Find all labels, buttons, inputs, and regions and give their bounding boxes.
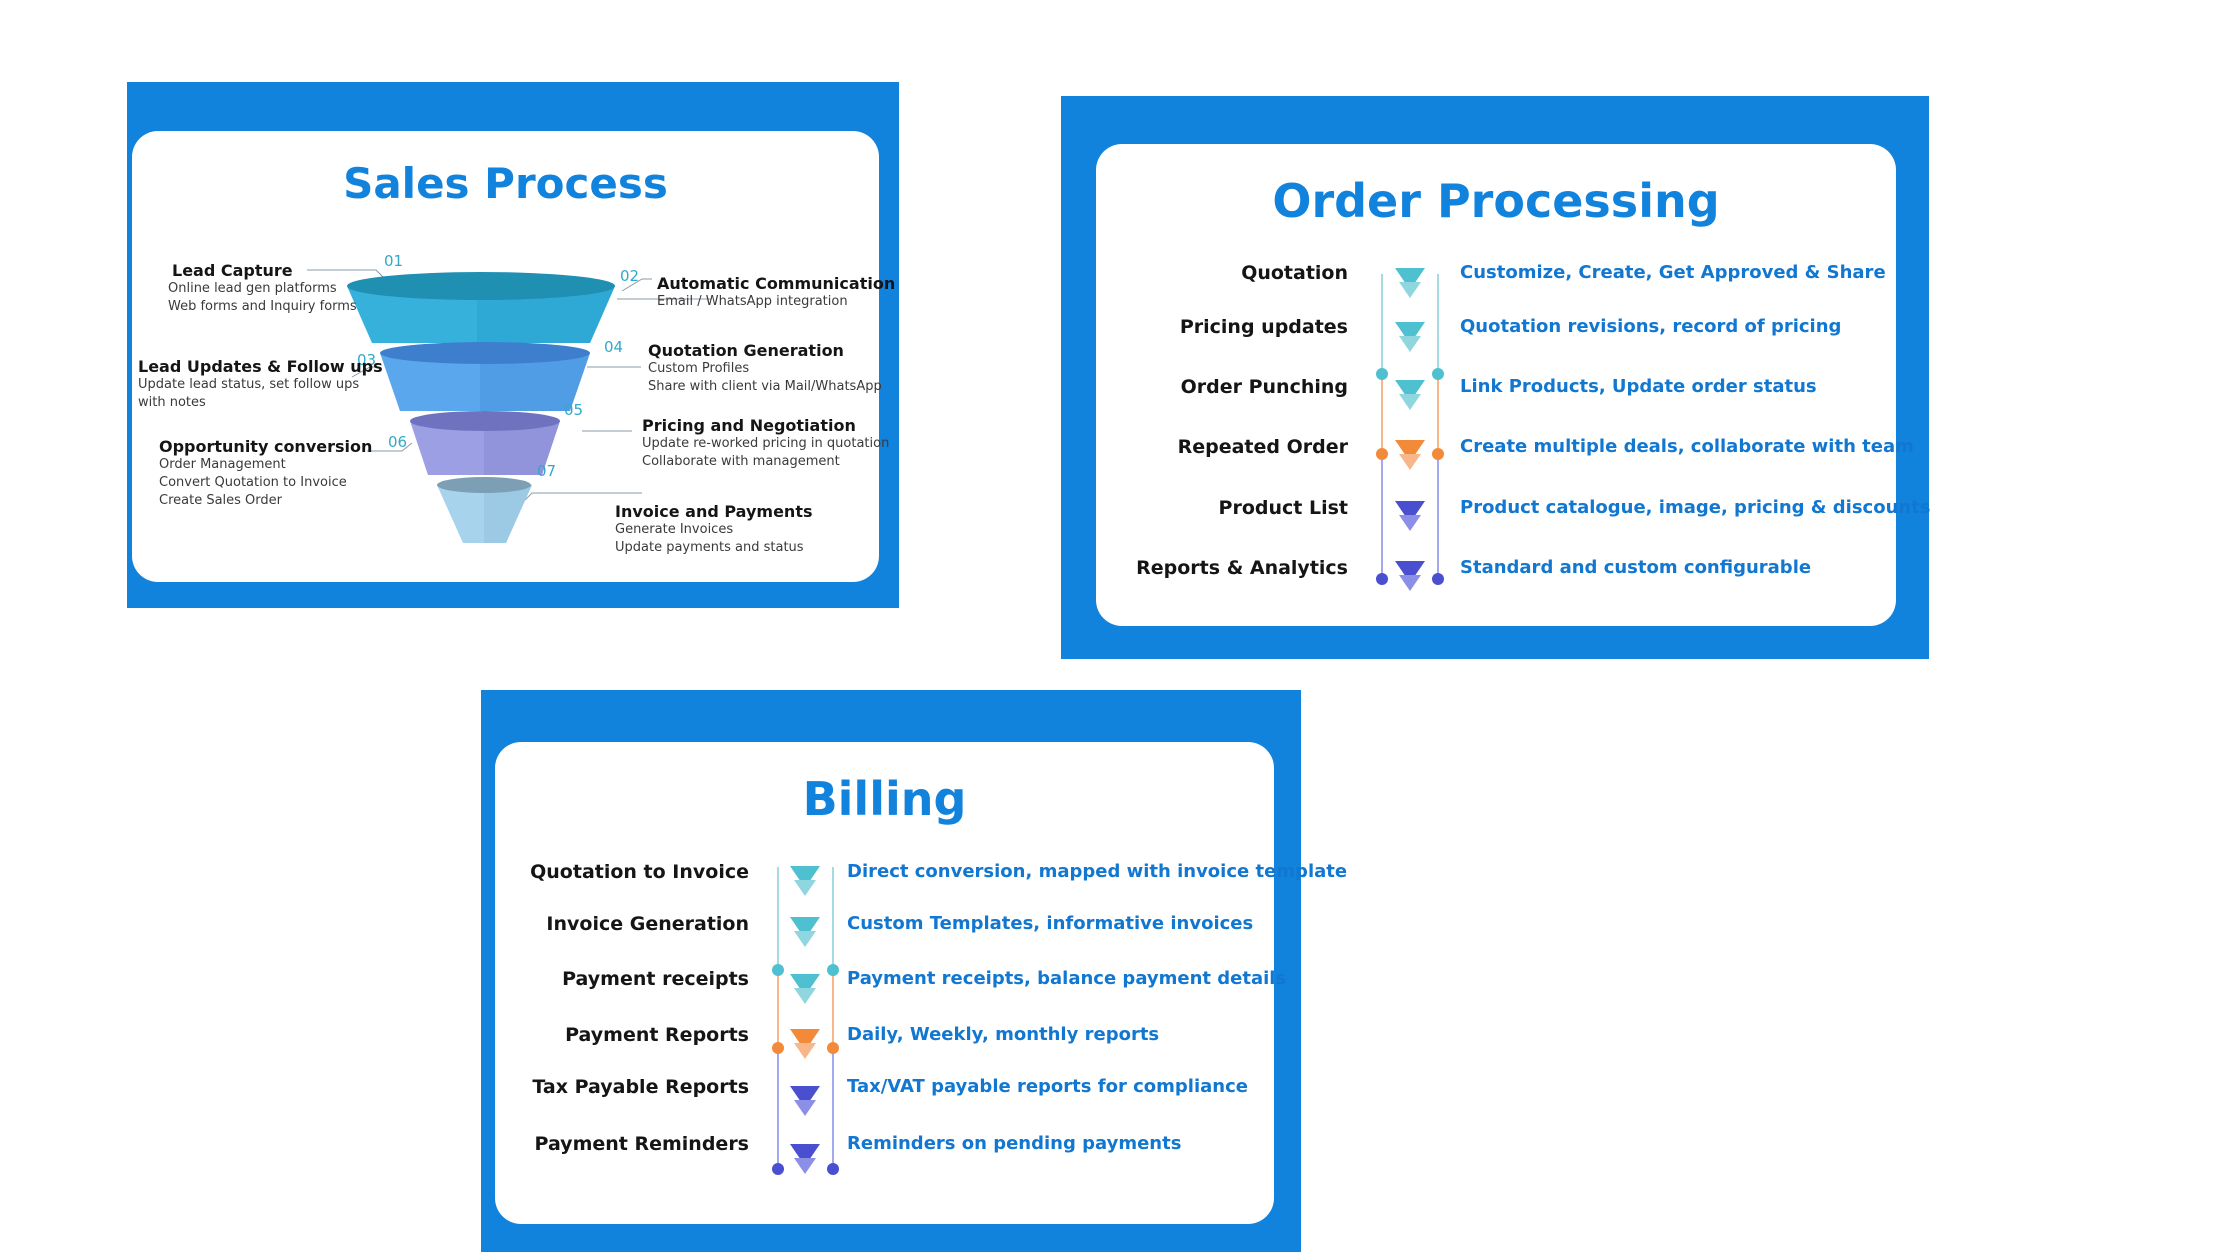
stage-lead-capture: Lead Capture Online lead gen platforms W… [168,261,357,314]
order-label-product-list: Product List [1218,497,1348,519]
billing-label-payment-receipts: Payment receipts [562,968,749,990]
stage-number-01: 01 [384,252,404,270]
stage-pricing-negotiation: Pricing and Negotiation Update re-worked… [642,416,890,469]
stage-quotation-generation: Quotation Generation Custom Profiles Sha… [648,341,882,394]
billing-desc-payment-reminders: Reminders on pending payments [847,1133,1182,1154]
billing-desc-invoice-generation: Custom Templates, informative invoices [847,913,1254,934]
order-label-quotation: Quotation [1241,262,1348,284]
order-label-repeated-order: Repeated Order [1177,436,1348,458]
stage-number-07: 07 [537,462,557,480]
order-desc-quotation: Customize, Create, Get Approved & Share [1460,262,1886,283]
order-processing-panel: Order Processing [1061,96,1931,659]
stage-opportunity-conversion: Opportunity conversion Order Management … [159,437,373,508]
stage-number-04: 04 [604,338,624,356]
order-label-reports-analytics: Reports & Analytics [1136,557,1348,579]
billing-desc-payment-receipts: Payment receipts, balance payment detail… [847,968,1287,989]
stage-invoice-payments: Invoice and Payments Generate Invoices U… [615,502,813,555]
stage-automatic-communication: Automatic Communication Email / WhatsApp… [657,274,896,309]
billing-label-payment-reminders: Payment Reminders [534,1133,749,1155]
billing-desc-quotation-to-invoice: Direct conversion, mapped with invoice t… [847,861,1348,882]
order-processing-card: Order Processing [1096,144,1931,626]
billing-timeline [772,866,839,1175]
stage-number-05: 05 [564,401,584,419]
order-desc-order-punching: Link Products, Update order status [1460,376,1817,397]
sales-process-title: Sales Process [343,159,668,208]
order-desc-product-list: Product catalogue, image, pricing & disc… [1460,497,1931,518]
billing-label-payment-reports: Payment Reports [565,1024,749,1046]
sales-process-panel: Sales Process [127,82,899,608]
order-label-pricing-updates: Pricing updates [1179,316,1348,338]
billing-desc-tax-payable-reports: Tax/VAT payable reports for compliance [847,1076,1248,1097]
order-chevrons [1395,268,1425,591]
billing-chevrons [790,866,820,1174]
stage-lead-updates: Lead Updates & Follow ups Update lead st… [138,357,383,410]
billing-card: Billing [495,742,1347,1224]
billing-panel: Billing [481,690,1347,1252]
billing-label-invoice-generation: Invoice Generation [546,913,749,935]
stage-number-03: 03 [357,351,377,369]
order-processing-title: Order Processing [1272,174,1720,228]
order-label-order-punching: Order Punching [1180,376,1348,398]
order-desc-repeated-order: Create multiple deals, collaborate with … [1460,436,1914,457]
billing-label-tax-payable-reports: Tax Payable Reports [532,1076,749,1098]
billing-title: Billing [802,772,967,826]
sales-funnel-graphic [307,269,712,543]
billing-desc-payment-reports: Daily, Weekly, monthly reports [847,1024,1160,1045]
billing-label-quotation-to-invoice: Quotation to Invoice [530,861,749,883]
order-timeline [1376,268,1444,591]
sales-process-card: Sales Process [132,131,895,582]
order-desc-pricing-updates: Quotation revisions, record of pricing [1460,316,1842,337]
order-desc-reports-analytics: Standard and custom configurable [1460,557,1812,578]
stage-number-06: 06 [388,433,408,451]
stage-number-02: 02 [620,267,640,285]
